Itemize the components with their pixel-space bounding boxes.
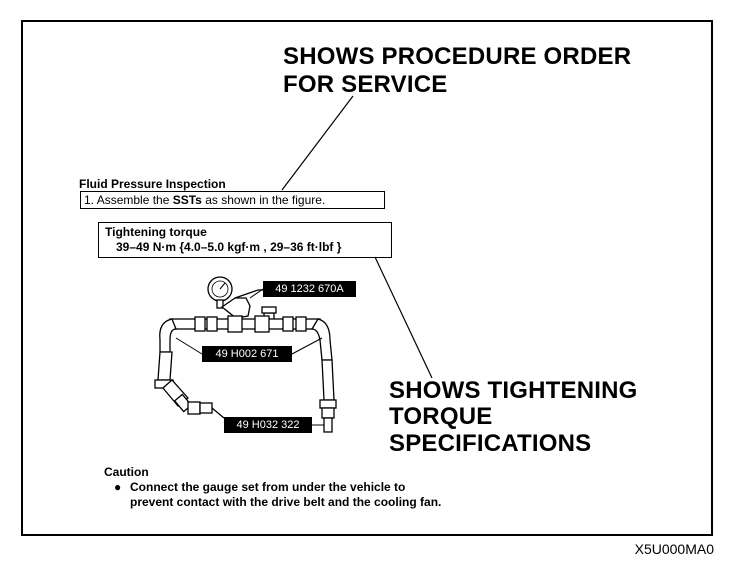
tool-number-label: 49 H002 671 [202,346,292,362]
callout-line: SHOWS PROCEDURE ORDER [283,43,632,70]
callout-line: SHOWS TIGHTENING [389,377,638,404]
tool-number-label: 49 1232 670A [263,281,356,297]
tool-number-label: 49 H032 322 [224,417,312,433]
sst-gauge-assembly [154,276,337,433]
step-text-bold: SSTs [172,193,202,207]
callout-line: FOR SERVICE [283,70,448,98]
leader-line-torque [374,256,433,379]
caution-title: Caution [104,465,149,479]
torque-title: Tightening torque [105,225,207,239]
callout-tightening-torque: SHOWS TIGHTENING TORQUE SPECIFICATIONS [389,377,638,457]
callout-line: TORQUE [389,403,493,431]
caution-text: Connect the gauge set from under the veh… [130,480,442,509]
step-text-before: Assemble the [96,193,170,207]
manual-frame [21,20,713,536]
caution-item: ● Connect the gauge set from under the v… [104,480,450,510]
step-number: 1. [84,193,95,207]
callout-procedure-order: SHOWS PROCEDURE ORDER FOR SERVICE [283,43,631,98]
figure-code: X5U000MA0 [634,541,714,557]
section-title: Fluid Pressure Inspection [79,177,226,191]
bullet-icon: ● [114,480,122,494]
torque-spec-box: Tightening torque 39–49 N·m {4.0–5.0 kgf… [98,222,392,258]
torque-value: 39–49 N·m {4.0–5.0 kgf·m , 29–36 ft·lbf … [116,240,342,254]
callout-line: SPECIFICATIONS [389,429,592,457]
procedure-step-box: 1. Assemble the SSTs as shown in the fig… [80,191,385,209]
step-text-after: as shown in the figure. [205,193,326,207]
leader-line-procedure [281,95,354,191]
caution-note: Caution ● Connect the gauge set from und… [104,465,450,510]
